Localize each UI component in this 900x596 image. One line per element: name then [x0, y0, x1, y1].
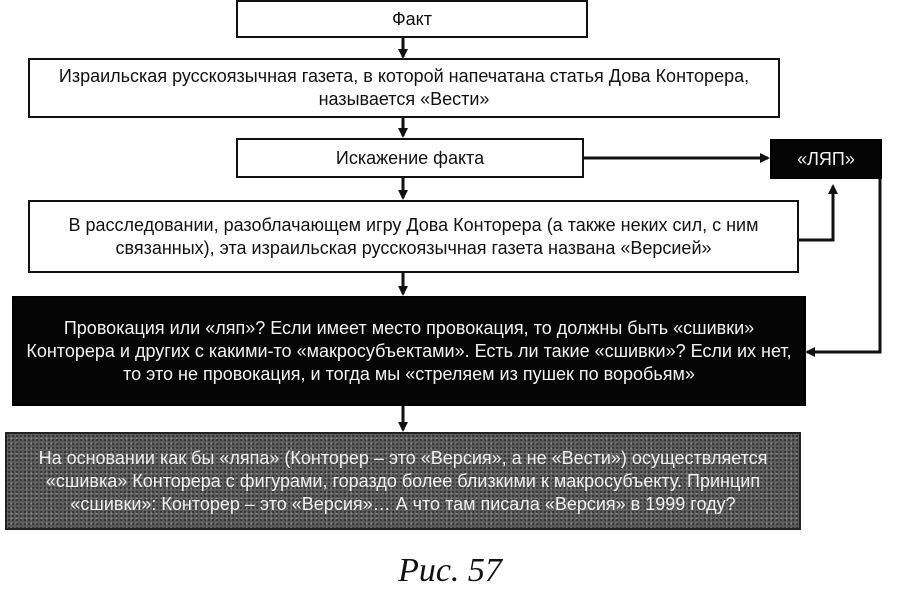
provocation-box: Провокация или «ляп»? Если имеет место п…	[12, 296, 806, 406]
investigation-box: В расследовании, разоблачающем игру Дова…	[28, 200, 799, 273]
distortion-label: Искажение факта	[335, 147, 485, 168]
newspaper-box: Израильская русскоязычная газета, в кото…	[28, 58, 780, 118]
newspaper-label: Израильская русскоязычная газета, в кото…	[58, 66, 750, 109]
lyap-box: «ЛЯП»	[770, 139, 882, 179]
provocation-label: Провокация или «ляп»? Если имеет место п…	[26, 317, 792, 384]
lyap-label: «ЛЯП»	[797, 148, 855, 169]
basis-label: На основании как бы «ляпа» (Конторер – э…	[38, 447, 768, 514]
arrow-lyap-to-provocation	[805, 178, 882, 357]
fact-label: Факт	[391, 8, 433, 29]
basis-box: На основании как бы «ляпа» (Конторер – э…	[5, 432, 801, 530]
investigation-label: В расследовании, разоблачающем игру Дова…	[68, 214, 759, 258]
arrow-investigation-to-lyap	[798, 184, 838, 242]
fact-box: Факт	[236, 0, 588, 38]
distortion-box: Искажение факта	[236, 138, 584, 178]
figure-caption: Рис. 57	[398, 552, 502, 589]
